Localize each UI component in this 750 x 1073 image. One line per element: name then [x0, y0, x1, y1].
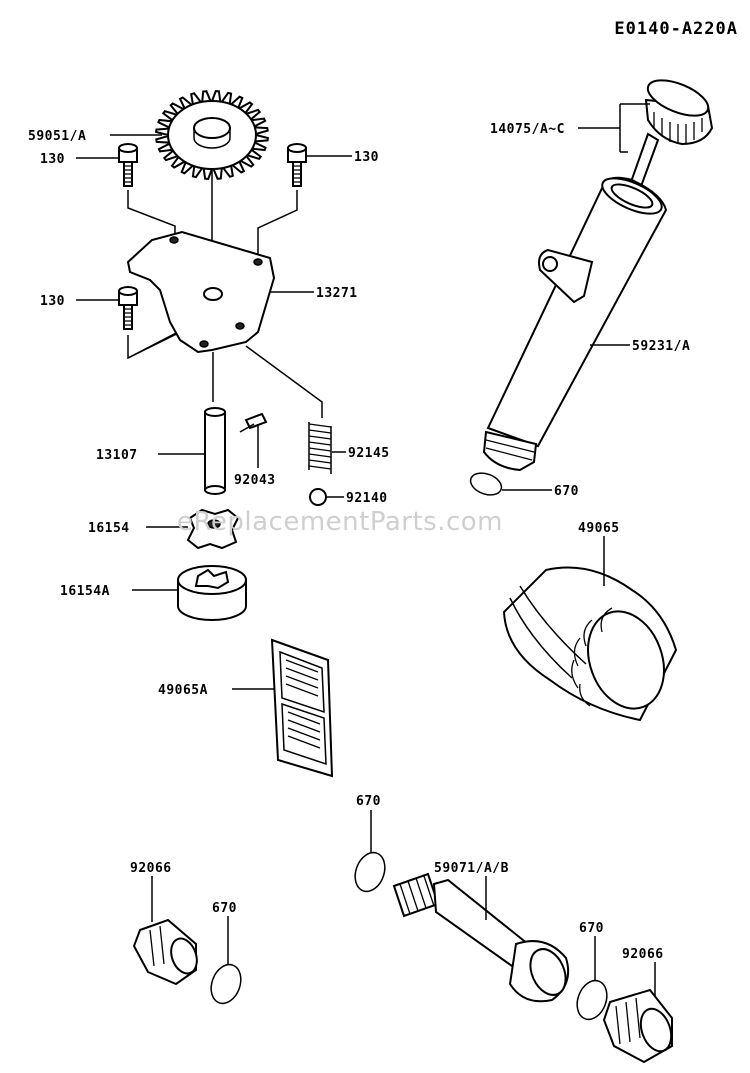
label-130-top-right[interactable]: 130: [354, 150, 379, 165]
o-ring-670-tube[interactable]: [468, 469, 505, 499]
part-labels: 59051/A 130 130 130 13271 13107 92043 92…: [28, 122, 690, 962]
bolt-130-right-top[interactable]: [287, 143, 307, 187]
label-14075[interactable]: 14075/A~C: [490, 122, 565, 137]
bolt-130-left-mid[interactable]: [118, 286, 138, 330]
o-ring-670-left[interactable]: [206, 960, 246, 1007]
bolt-130-left-top[interactable]: [118, 143, 138, 187]
pipe-59071[interactable]: [392, 872, 572, 1003]
label-92043[interactable]: 92043: [234, 473, 276, 488]
oil-screen-49065A[interactable]: [270, 638, 334, 778]
label-92145[interactable]: 92145: [348, 446, 390, 461]
pump-cover-plate-13271[interactable]: [126, 230, 276, 354]
label-130-mid-left[interactable]: 130: [40, 294, 65, 309]
label-92140[interactable]: 92140: [346, 491, 388, 506]
label-13107[interactable]: 13107: [96, 448, 138, 463]
shaft-13107[interactable]: [204, 407, 226, 495]
drain-plug-92066-left[interactable]: [132, 918, 201, 986]
label-92066-right[interactable]: 92066: [622, 947, 664, 962]
drain-plug-92066-right[interactable]: [602, 988, 677, 1064]
oil-filler-tube-59231[interactable]: [482, 171, 668, 472]
label-670-upper[interactable]: 670: [356, 794, 381, 809]
label-16154[interactable]: 16154: [88, 521, 130, 536]
label-16154A[interactable]: 16154A: [60, 584, 110, 599]
o-ring-670-right[interactable]: [572, 976, 612, 1023]
label-59051[interactable]: 59051/A: [28, 129, 86, 144]
diagram-code: E0140-A220A: [614, 19, 738, 39]
label-670-left[interactable]: 670: [212, 901, 237, 916]
dipstick-cap-14075[interactable]: [624, 73, 714, 202]
label-13271[interactable]: 13271: [316, 286, 358, 301]
leader-lines: [76, 103, 656, 996]
label-670-tube[interactable]: 670: [554, 484, 579, 499]
label-59071[interactable]: 59071/A/B: [434, 861, 509, 876]
label-130-top-left[interactable]: 130: [40, 152, 65, 167]
label-49065A[interactable]: 49065A: [158, 683, 208, 698]
label-670-right[interactable]: 670: [579, 921, 604, 936]
oil-filter-49065[interactable]: [502, 566, 678, 722]
inner-rotor-16154[interactable]: [186, 508, 240, 550]
label-49065[interactable]: 49065: [578, 521, 620, 536]
spring-92145[interactable]: [308, 422, 332, 474]
pin-92043[interactable]: [244, 412, 268, 430]
label-92066-left[interactable]: 92066: [130, 861, 172, 876]
check-ball-92140[interactable]: [309, 488, 327, 506]
o-ring-670-upper[interactable]: [350, 848, 390, 895]
label-59231[interactable]: 59231/A: [632, 339, 690, 354]
gear-59051[interactable]: [154, 90, 270, 180]
watermark: eReplacementParts.com: [177, 507, 503, 537]
outer-rotor-16154A[interactable]: [177, 565, 247, 621]
